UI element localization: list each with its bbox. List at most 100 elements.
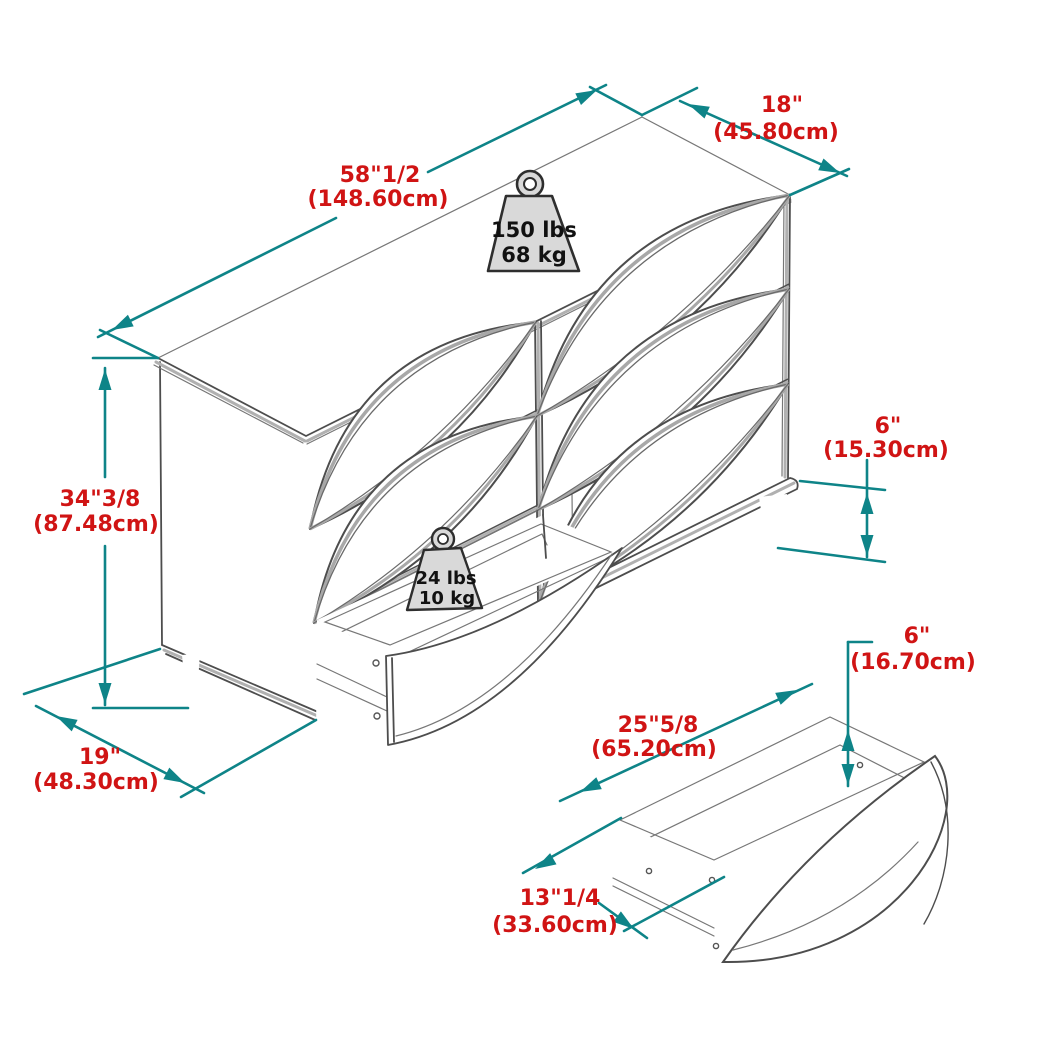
wave-inner-line [537, 288, 790, 511]
wave-shading [536, 287, 790, 511]
dimension-line [588, 85, 644, 117]
cam-hole [856, 761, 864, 769]
dim-drawer-height-cm: (16.70cm) [850, 650, 976, 675]
dimension-arrowhead [535, 853, 557, 869]
dim-drawer-height-inches: 6" [904, 624, 931, 649]
dimension-line [788, 167, 851, 197]
dimension-line [426, 83, 608, 174]
dimension-arrowhead [841, 730, 855, 751]
open-drawer-wave-front [386, 548, 622, 745]
detail-drawer-wave-front [723, 756, 948, 963]
dim-top-width-cm: (148.60cm) [308, 187, 449, 212]
dimension-line [96, 216, 338, 339]
dresser-top-back-edges [157, 116, 791, 359]
dimension-arrowhead [818, 158, 840, 173]
dim-base-depth-inches: 19" [79, 745, 121, 770]
weight-ring-hole [437, 533, 449, 545]
dimension-arrowhead [56, 716, 78, 732]
wave-inner-line [395, 553, 613, 737]
right-edge-shading [783, 195, 789, 479]
right-leg [759, 494, 787, 551]
dimension-line [179, 718, 318, 799]
dimension-arrowhead [775, 690, 797, 705]
dimension-line [22, 647, 162, 696]
screw-hole [373, 712, 381, 720]
drawer-weight-lbs: 24 lbs [415, 568, 476, 589]
dimension-arrowhead [575, 90, 597, 105]
open-drawer-side [316, 620, 388, 744]
dimension-line [640, 86, 699, 117]
wave-edge-band [391, 657, 395, 743]
wave-inner-line [536, 194, 791, 417]
open-drawer-rim-inner [323, 523, 613, 646]
wave-inner-line [313, 415, 538, 624]
detail-drawer-side [612, 818, 715, 958]
drawer-weight-icon: 24 lbs 10 kg [405, 526, 484, 612]
dimension-arrowhead [860, 535, 874, 556]
wave-inner-line [309, 321, 537, 530]
right-front-edge [787, 194, 791, 479]
dimension-line [521, 816, 623, 875]
dresser-side-panel [160, 362, 318, 712]
dresser-line-art [153, 116, 799, 774]
dim-top-depth-cm: (45.80cm) [713, 120, 839, 145]
dresser-legs [182, 494, 787, 774]
wave-thickness-line [923, 761, 949, 925]
dim-height-inches: 34"3/8 [60, 487, 141, 512]
top-weight-icon: 150 lbs 68 kg [486, 169, 581, 273]
dim-leg-height-cm: (15.30cm) [823, 438, 949, 463]
dim-drawer-width-cm: (65.20cm) [591, 737, 717, 762]
dimension-arrowhead [112, 314, 134, 330]
dimension-arrowhead [841, 764, 855, 785]
dim-leg-height-inches: 6" [875, 414, 902, 439]
screw-hole [712, 942, 720, 950]
top-weight-kg: 68 kg [501, 243, 567, 267]
left-leg [182, 653, 200, 710]
wave-shading [308, 320, 537, 530]
right-front-edge-inner [781, 196, 785, 477]
dimension-arrowhead [860, 493, 874, 514]
dimension-annotations [22, 83, 887, 940]
dimension-line [776, 546, 887, 564]
dim-drawer-width-inches: 25"5/8 [618, 713, 699, 738]
dimension-arrowhead [580, 777, 602, 792]
wave-shading [312, 414, 538, 624]
dimension-arrowhead [613, 911, 634, 929]
detail-drawer-rim-inner [618, 716, 926, 861]
dimension-arrowhead [688, 104, 710, 119]
screw-hole [372, 659, 380, 667]
weight-ring-hole [523, 177, 537, 191]
wave-inner-line [536, 194, 791, 417]
dimension-line [622, 875, 726, 933]
dim-top-width-inches: 58"1/2 [340, 163, 421, 188]
screw-hole [645, 867, 653, 875]
dimension-labels: 58"1/2 (148.60cm) 18" (45.80cm) 34"3/8 (… [33, 93, 976, 938]
open-drawer-rails [316, 663, 388, 712]
open-drawer-back-edge [542, 514, 547, 559]
dresser-side-front-edge [159, 361, 163, 646]
weight-body-icon [486, 194, 581, 273]
detail-drawer-interior [629, 744, 927, 848]
dimension-line [798, 479, 887, 492]
wave-inner-line [537, 288, 790, 511]
dimension-line [678, 99, 849, 178]
dimension-line [558, 682, 814, 803]
wave-shading [309, 321, 538, 531]
dim-height-cm: (87.48cm) [33, 512, 159, 537]
dresser-top-face [158, 117, 790, 436]
dimension-line [98, 328, 160, 360]
weight-body-icon [405, 546, 484, 612]
dim-drawer-depth-cm: (33.60cm) [492, 913, 618, 938]
drawer-front-waves [308, 193, 792, 625]
wave-shading [535, 193, 791, 417]
dimension-arrowhead [98, 683, 112, 704]
drawer-weight-kg: 10 kg [419, 588, 475, 609]
dim-top-depth-inches: 18" [761, 93, 803, 118]
wave-inner-line [309, 321, 537, 530]
wave-inner-line [732, 841, 919, 951]
dimension-arrowhead [163, 767, 185, 783]
top-weight-lbs: 150 lbs [491, 218, 577, 242]
dimension-arrowhead [98, 369, 112, 390]
dim-drawer-depth-inches: 13"1/4 [520, 886, 601, 911]
